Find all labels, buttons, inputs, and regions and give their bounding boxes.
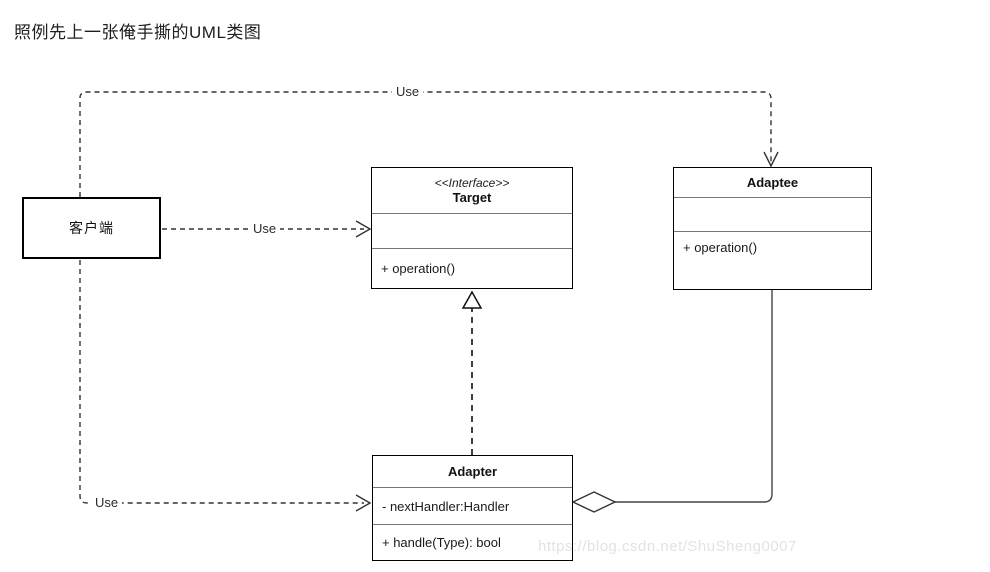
page-title: 照例先上一张俺手撕的UML类图	[14, 23, 262, 42]
class-name-adaptee: Adaptee	[746, 175, 799, 190]
attributes-section	[372, 213, 572, 248]
edge-label-use-top: Use	[392, 85, 424, 99]
methods-section: + operation()	[674, 231, 871, 288]
methods-section: + handle(Type): bool	[373, 524, 572, 559]
edge-label-use-bottom: Use	[91, 496, 123, 510]
open-arrowhead-down-icon	[763, 151, 779, 168]
uml-class-adapter: Adapter - nextHandler:Handler + handle(T…	[372, 455, 573, 561]
class-header: Adaptee	[674, 168, 871, 197]
open-arrowhead-right-icon	[355, 494, 372, 512]
class-header: Adapter	[373, 456, 572, 487]
open-arrowhead-right-icon	[355, 220, 372, 238]
hollow-diamond-icon	[571, 491, 617, 513]
attributes-section: - nextHandler:Handler	[373, 487, 572, 524]
edge-label-use-middle: Use	[249, 222, 281, 236]
use-dependency-client-adaptee-line	[79, 91, 772, 197]
hollow-triangle-arrowhead-icon	[461, 290, 483, 309]
class-name-adapter: Adapter	[447, 464, 498, 479]
uml-class-target: <<Interface>> Target + operation()	[371, 167, 573, 289]
class-name-client: 客户端	[69, 220, 114, 236]
methods-section: + operation()	[372, 248, 572, 287]
use-dependency-client-adapter-line	[79, 260, 364, 504]
aggregation-adapter-adaptee-line	[615, 290, 773, 503]
uml-class-adaptee: Adaptee + operation()	[673, 167, 872, 290]
class-name-target: Target	[452, 190, 492, 205]
attributes-section	[674, 197, 871, 231]
class-header: <<Interface>> Target	[372, 168, 572, 213]
stereotype-label: <<Interface>>	[434, 176, 510, 190]
csdn-watermark: https://blog.csdn.net/ShuSheng0007	[538, 538, 797, 555]
uml-class-client: 客户端	[22, 197, 161, 259]
